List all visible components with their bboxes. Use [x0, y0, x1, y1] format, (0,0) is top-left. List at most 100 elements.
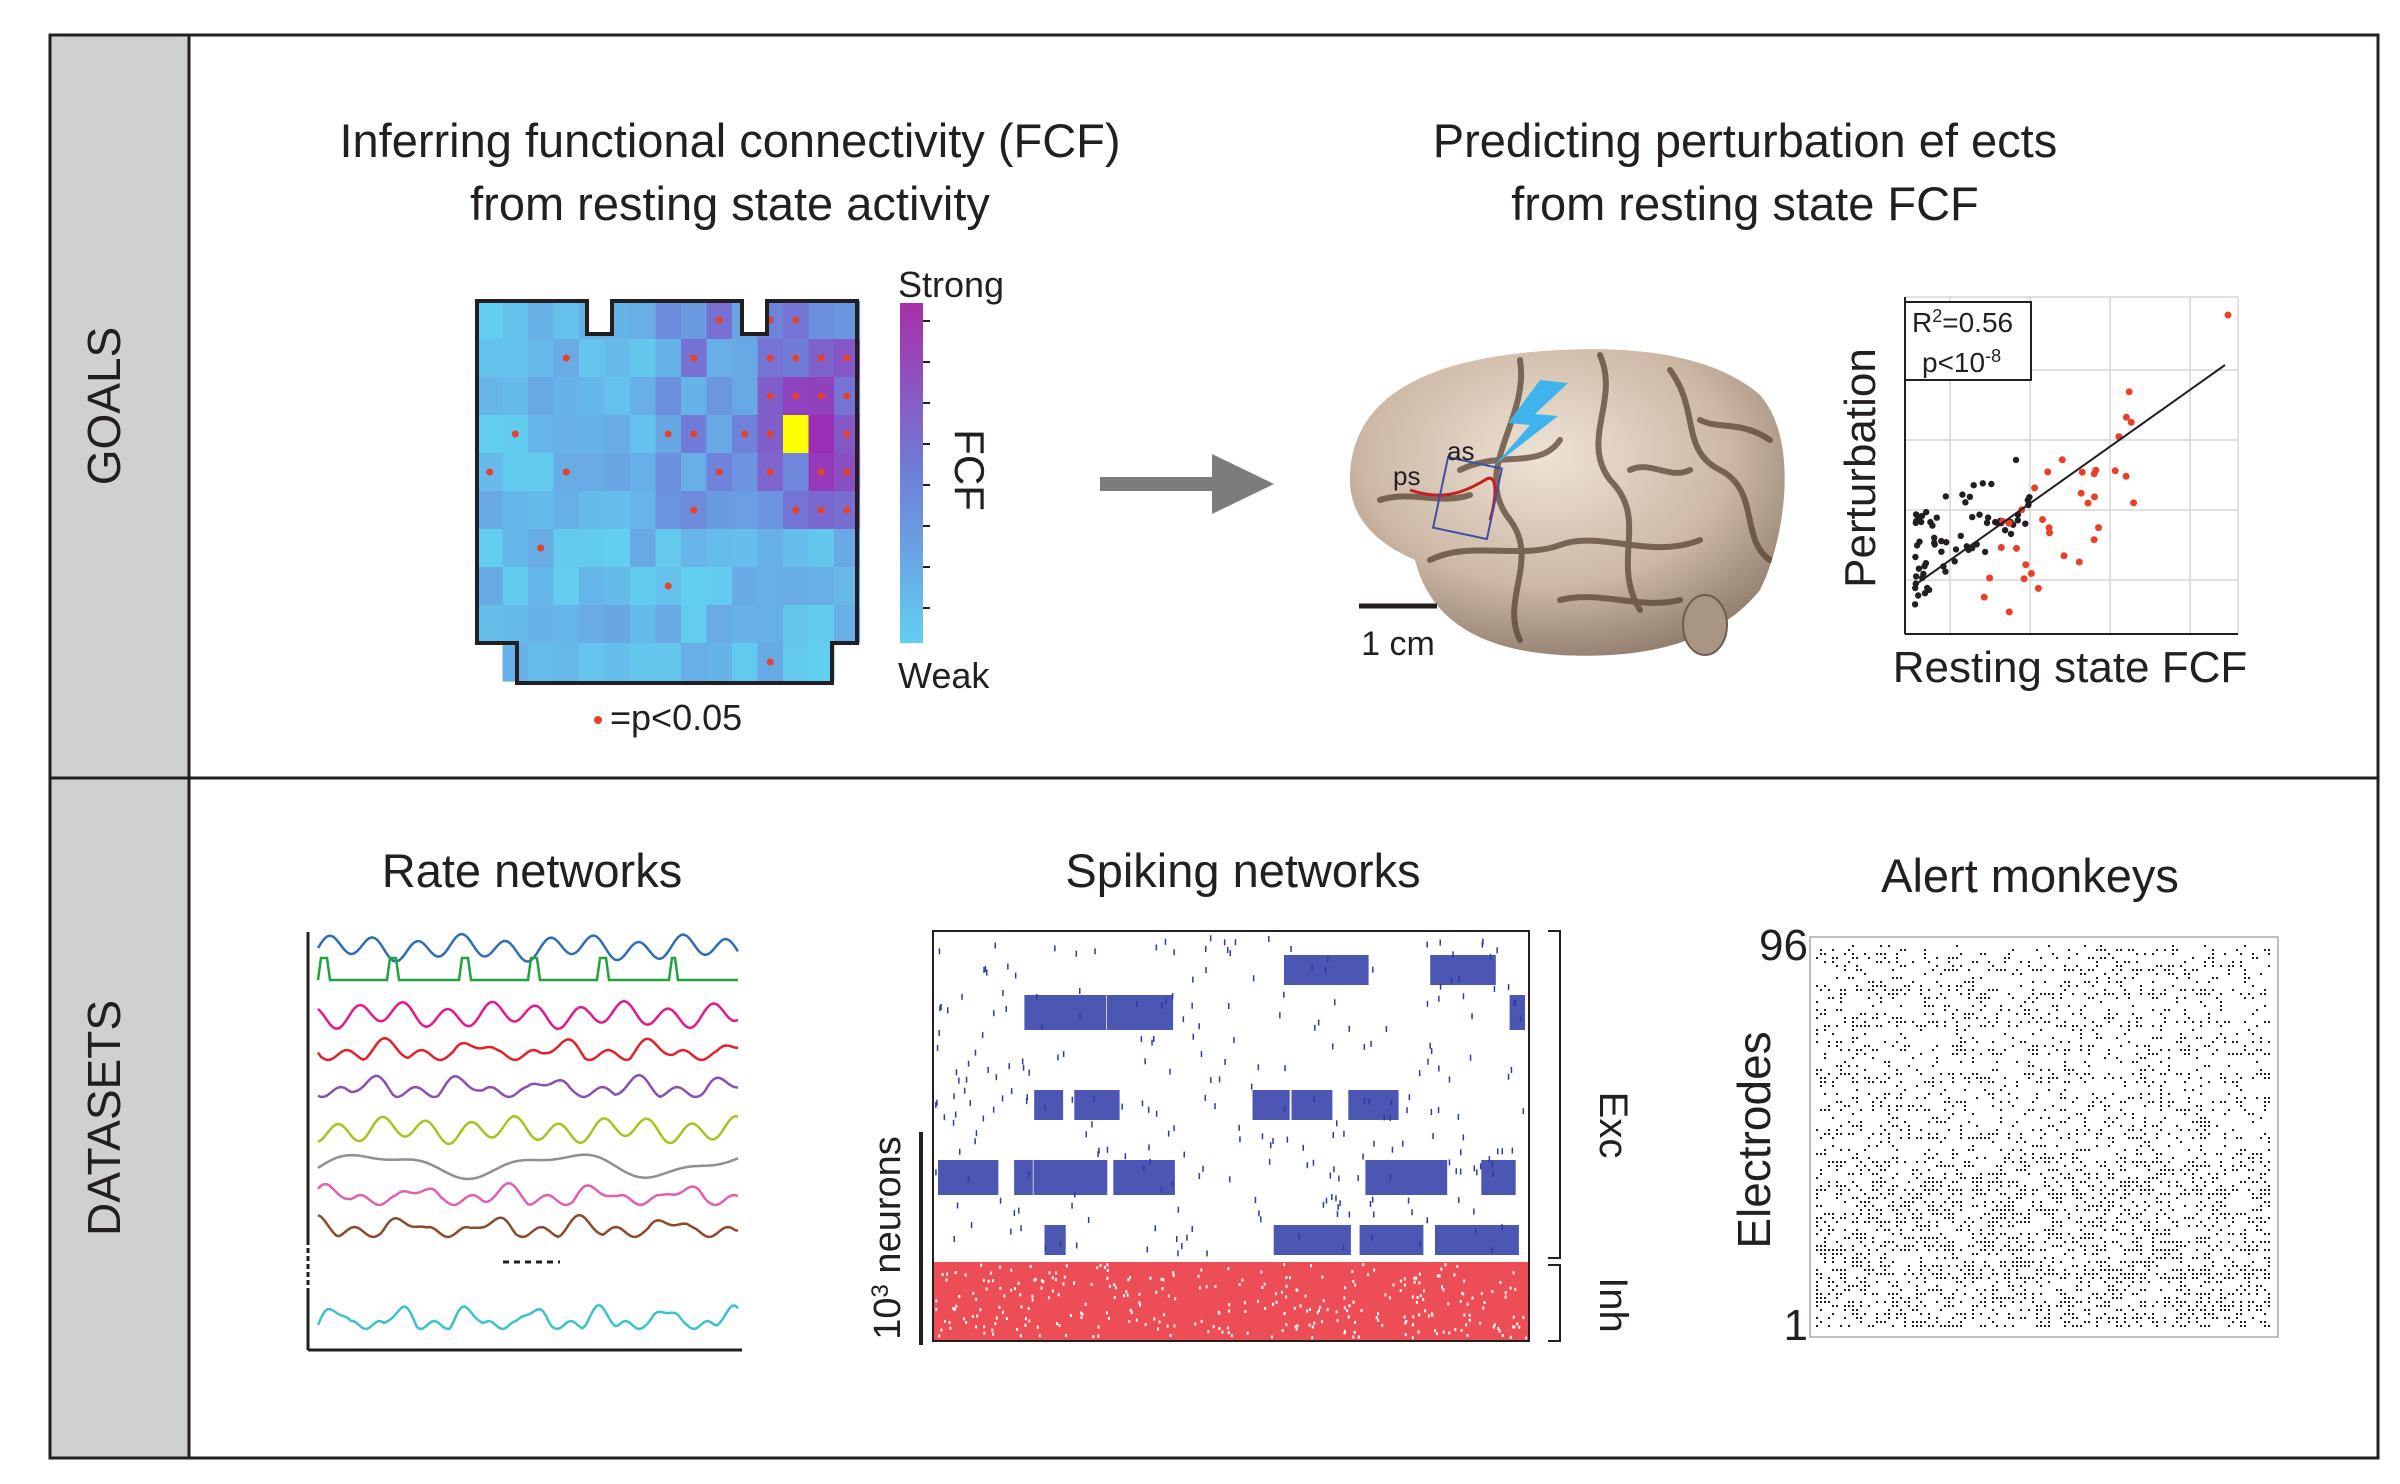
- monkey-spike: [2192, 1257, 2194, 1259]
- sig-dot: [766, 468, 774, 476]
- inh-gap: [1512, 1271, 1515, 1275]
- monkey-spike: [2160, 1161, 2162, 1163]
- heatmap-cell: [757, 491, 784, 530]
- monkey-spike: [1952, 1257, 1954, 1259]
- monkey-spike: [1984, 1301, 1986, 1303]
- monkey-spike: [2096, 1037, 2098, 1039]
- monkey-spike: [2176, 1001, 2178, 1003]
- monkey-spike: [1928, 1021, 1930, 1023]
- monkey-spike: [2096, 977, 2098, 979]
- monkey-spike: [1852, 1077, 1854, 1079]
- monkey-spike: [2172, 1169, 2174, 1171]
- monkey-spike: [2032, 1293, 2034, 1295]
- monkey-spike: [1908, 1129, 1910, 1131]
- monkey-spike: [2236, 1097, 2238, 1099]
- monkey-spike: [2112, 957, 2114, 959]
- monkey-spike: [1988, 1021, 1990, 1023]
- monkey-spike: [2064, 1293, 2066, 1295]
- monkey-spike: [1912, 961, 1914, 963]
- monkey-spike: [1916, 1193, 1918, 1195]
- heatmap-cell: [553, 605, 580, 644]
- monkey-spike: [2168, 1301, 2170, 1303]
- monkey-spike: [1828, 1277, 1830, 1279]
- monkey-spike: [2116, 965, 2118, 967]
- monkey-spike: [2140, 1245, 2142, 1247]
- monkey-spike: [1964, 1261, 1966, 1263]
- monkey-spike: [1852, 1041, 1854, 1043]
- monkey-spike: [2232, 1233, 2234, 1235]
- monkey-spike: [1952, 1149, 1954, 1151]
- monkey-spike: [2088, 957, 2090, 959]
- monkey-spike: [1852, 1029, 1854, 1031]
- monkey-spike: [2244, 1149, 2246, 1151]
- monkey-spike: [2140, 1073, 2142, 1075]
- monkey-spike: [1944, 1109, 1946, 1111]
- monkey-spike: [2132, 1013, 2134, 1015]
- monkey-spike: [2128, 1305, 2130, 1307]
- monkey-spike: [1952, 1245, 1954, 1247]
- monkey-spike: [2264, 1105, 2266, 1107]
- monkey-spike: [2256, 1061, 2258, 1063]
- sidebar-goals: [50, 35, 189, 778]
- monkey-spike: [1828, 1213, 1830, 1215]
- exc-spike: [1489, 953, 1492, 960]
- inh-gap: [1399, 1279, 1402, 1283]
- monkey-spike: [2040, 1201, 2042, 1203]
- monkey-spike: [2224, 1169, 2226, 1171]
- monkey-spike: [2072, 1161, 2074, 1163]
- monkey-spike: [2260, 1157, 2262, 1159]
- monkey-spike: [2192, 1021, 2194, 1023]
- heatmap-cell: [528, 415, 555, 454]
- monkey-spike: [2248, 1029, 2250, 1031]
- monkey-spike: [2096, 1253, 2098, 1255]
- inh-gap: [1403, 1315, 1406, 1319]
- monkey-spike: [2240, 1161, 2242, 1163]
- monkey-spike: [2200, 1221, 2202, 1223]
- monkey-spike: [1968, 969, 1970, 971]
- monkey-spike: [2196, 1205, 2198, 1207]
- monkey-spike: [1992, 1025, 1994, 1027]
- monkey-spike: [1932, 1213, 1934, 1215]
- monkey-spike: [2120, 1273, 2122, 1275]
- monkey-spike: [2048, 1269, 2050, 1271]
- monkey-spike: [1892, 977, 1894, 979]
- monkey-spike: [1848, 1065, 1850, 1067]
- inh-gap: [1459, 1299, 1462, 1303]
- rate-title: Rate networks: [382, 844, 682, 897]
- monkey-spike: [1860, 1321, 1862, 1323]
- monkey-spike: [1820, 1185, 1822, 1187]
- monkey-spike: [2124, 961, 2126, 963]
- monkey-spike: [2224, 1265, 2226, 1267]
- monkey-spike: [2112, 1177, 2114, 1179]
- monkey-spike: [2100, 1133, 2102, 1135]
- monkey-spike: [1872, 1005, 1874, 1007]
- monkey-spike: [1972, 1149, 1974, 1151]
- monkey-spike: [2032, 1145, 2034, 1147]
- monkey-spike: [2016, 1181, 2018, 1183]
- monkey-spike: [1948, 1305, 1950, 1307]
- monkey-spike: [2248, 1305, 2250, 1307]
- monkey-spike: [1824, 1009, 1826, 1011]
- goals-section-label: GOALS: [78, 327, 130, 486]
- monkey-spike: [1820, 1077, 1822, 1079]
- monkey-spike: [2040, 1269, 2042, 1271]
- monkey-spike: [1876, 1173, 1878, 1175]
- monkey-spike: [2264, 1241, 2266, 1243]
- monkey-spike: [1956, 985, 1958, 987]
- monkey-spike: [1896, 1069, 1898, 1071]
- monkey-spike: [2108, 1285, 2110, 1287]
- monkey-spike: [2140, 1069, 2142, 1071]
- monkey-spike: [2084, 993, 2086, 995]
- monkey-spike: [1972, 977, 1974, 979]
- monkey-spike: [1928, 1193, 1930, 1195]
- monkey-spike: [2112, 1277, 2114, 1279]
- monkey-spike: [2212, 1177, 2214, 1179]
- exc-spike: [936, 1044, 939, 1051]
- exc-spike: [1439, 983, 1442, 990]
- monkey-spike: [2096, 1205, 2098, 1207]
- monkey-spike: [1876, 1317, 1878, 1319]
- monkey-spike: [2076, 1285, 2078, 1287]
- rate-trace: [316, 932, 740, 963]
- monkey-spike: [2192, 1277, 2194, 1279]
- monkey-spike: [1940, 1073, 1942, 1075]
